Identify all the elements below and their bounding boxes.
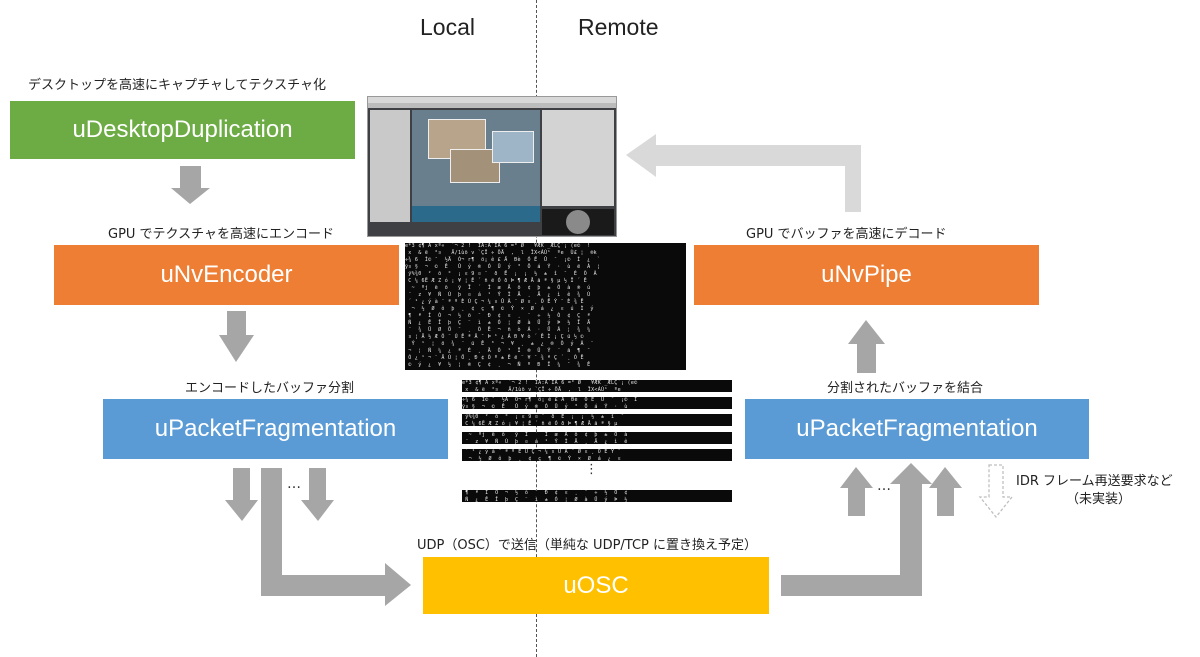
arrow-fragment-out-3 [301,468,334,521]
packet-block-5: ´ ¹ ¿ ý à ¨ ª º È Ù Ç ¬ ¼ ¤ Û Ã ¨ Ø ¤ ¸ … [462,449,732,461]
idr-note-line2: （未実装） [1066,492,1132,507]
arrow-fragment-to-osc [261,468,411,606]
fragment-caption: エンコードしたバッファ分割 [185,381,355,396]
remote-fragment-ellipsis: … [877,478,891,494]
arrow-capture-to-encoder [171,166,210,204]
packet-block-2: ÷¾ 6 Ì© ¯ ½Ä Ó¬ r¶ ö¡ ê £ Ä Ðè Ó Ë Û ¯ ¡… [462,397,732,409]
packet-block-last: ¶ ª Í Ò ¬ ½ õ ¯ Ð ¢ ¤ ¸ ¨ ÷ ½ Ò ¢ Ñ ¿ Ê … [462,490,732,502]
arrow-encoder-to-fragmentation [219,311,254,362]
arrow-remote-fragment-to-nvpipe [848,320,885,373]
packet-block-4: ~ ºj ë õ ÿ Ï ´ Ì æ Å ö ¢ þ ± Õ à ¨ z ¥ Ñ… [462,432,732,444]
packet-vertical-ellipsis: ⋮ [585,462,598,477]
encoded-bitstream-block: e*3 ¢¶ Ä xº« `¬ 2 ! ÍÃ:Å`ÌÅ 6 =° Ø ¥ÆK _… [405,243,686,370]
packet-block-1: e*3 ¢¶ Ä xº« `¬ 2 ! ÍÃ:Å`ÌÅ 6 =° Ø ¥ÆK _… [462,380,732,392]
arrow-remote-fragment-in-3 [929,467,962,516]
arrow-nvpipe-to-display [626,134,861,212]
arrow-fragment-out-1 [225,468,258,521]
unvpipe-box: uNvPipe [694,245,1039,305]
arrow-remote-fragment-in-1 [840,467,873,516]
encode-caption: GPU でテクスチャを高速にエンコード [108,227,335,242]
desktop-capture-thumbnail [367,96,617,237]
idr-note-line1: IDR フレーム再送要求など [1016,474,1173,489]
local-fragment-ellipsis: … [287,476,301,492]
remote-heading: Remote [578,14,659,40]
unvencoder-box: uNvEncoder [54,245,399,305]
decode-caption: GPU でバッファを高速にデコード [746,227,947,242]
transport-caption: UDP（OSC）で送信（単純な UDP/TCP に置き換え予定） [417,538,758,553]
udesktopduplication-box: uDesktopDuplication [10,101,355,159]
combine-caption: 分割されたバッファを結合 [827,381,984,396]
uosc-box: uOSC [423,557,769,614]
packet-block-3: ÿ%¾0 ² õ ° ¡ ¤ 9 ¤ ¨ ð Ë ¡ ¡ ½ ± î ¯ C ¼… [462,414,732,426]
arrow-osc-to-remote-fragment [781,463,932,596]
local-upacketfragmentation-box: uPacketFragmentation [103,399,448,459]
remote-upacketfragmentation-box: uPacketFragmentation [745,399,1089,459]
local-heading: Local [420,14,475,40]
capture-caption: デスクトップを高速にキャプチャしてテクスチャ化 [28,78,326,93]
arrow-idr-request [978,464,1014,519]
